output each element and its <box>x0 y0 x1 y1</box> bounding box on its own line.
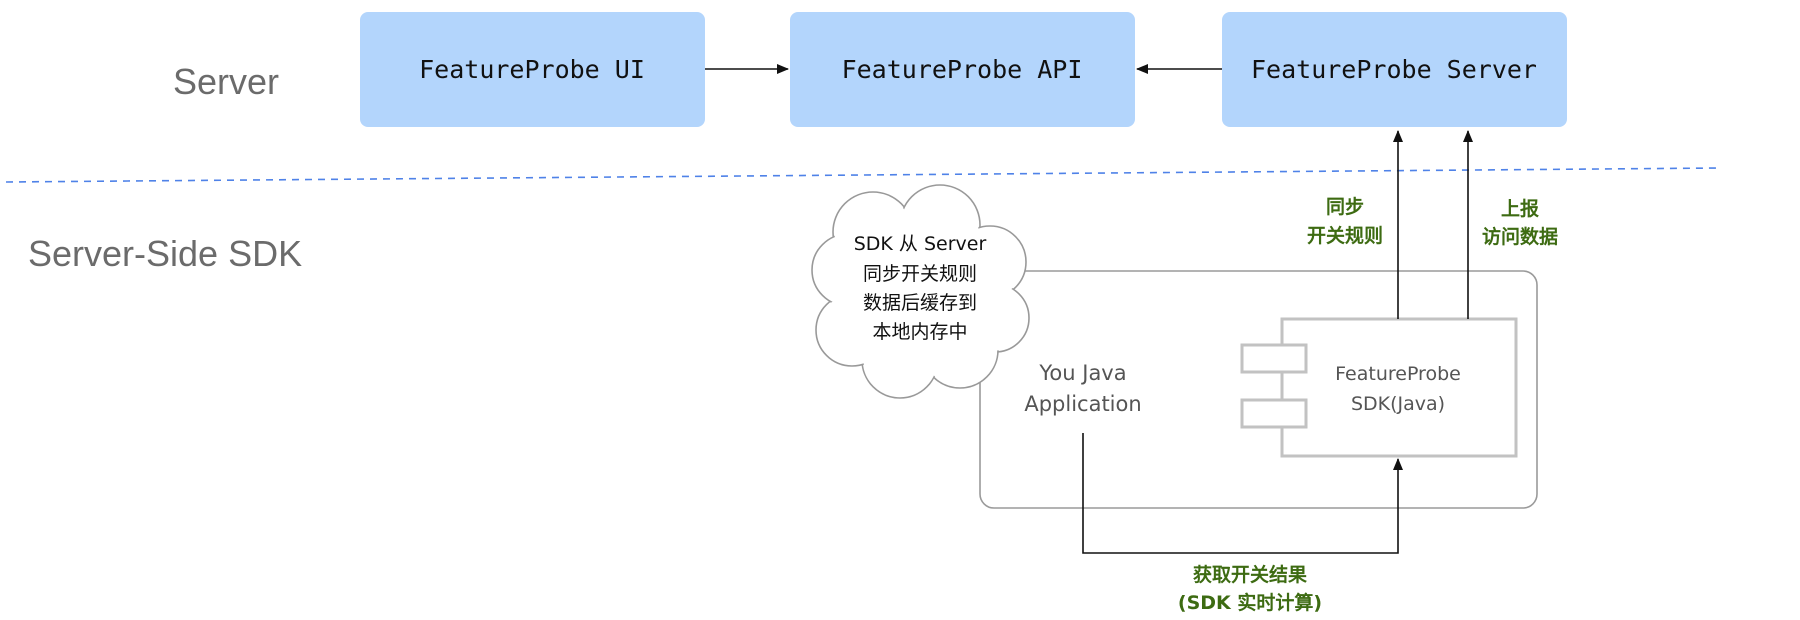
featureprobe-server-box: FeatureProbe Server <box>1222 12 1567 127</box>
fetch-label-line1: 获取开关结果 <box>1193 563 1307 586</box>
lane-divider <box>5 167 1721 183</box>
featureprobe-api-label: FeatureProbe API <box>842 55 1083 84</box>
cloud-note-line1: SDK 从 Server <box>854 233 987 255</box>
java-application-label-line1: You Java <box>1038 361 1126 385</box>
featureprobe-api-box: FeatureProbe API <box>790 12 1135 127</box>
fetch-label-line2: (SDK 实时计算) <box>1178 591 1322 614</box>
component-port-top <box>1240 343 1308 374</box>
featureprobe-ui-label: FeatureProbe UI <box>419 55 645 84</box>
sync-label-line1: 同步 <box>1326 196 1364 218</box>
lane-label-server: Server <box>173 61 279 102</box>
sdk-label-line1: FeatureProbe <box>1335 363 1461 385</box>
java-application-label-line2: Application <box>1024 392 1141 416</box>
report-label-line1: 上报 <box>1501 197 1539 220</box>
cloud-note-line2: 同步开关规则 <box>863 263 977 285</box>
featureprobe-server-label: FeatureProbe Server <box>1251 55 1537 84</box>
featureprobe-sdk-component: FeatureProbe SDK(Java) <box>1240 317 1518 458</box>
cloud-note: SDK 从 Server 同步开关规则 数据后缓存到 本地内存中 <box>811 184 1030 399</box>
report-label-line2: 访问数据 <box>1482 225 1558 248</box>
arrow-get-toggle-result <box>1082 433 1403 554</box>
sdk-label-line2: SDK(Java) <box>1351 393 1445 415</box>
sync-label-line2: 开关规则 <box>1307 224 1383 247</box>
featureprobe-ui-box: FeatureProbe UI <box>360 12 705 127</box>
cloud-note-line4: 本地内存中 <box>872 321 967 343</box>
cloud-note-line3: 数据后缓存到 <box>863 292 977 314</box>
lane-label-server-side-sdk: Server-Side SDK <box>28 233 302 274</box>
component-port-bottom <box>1240 398 1308 429</box>
